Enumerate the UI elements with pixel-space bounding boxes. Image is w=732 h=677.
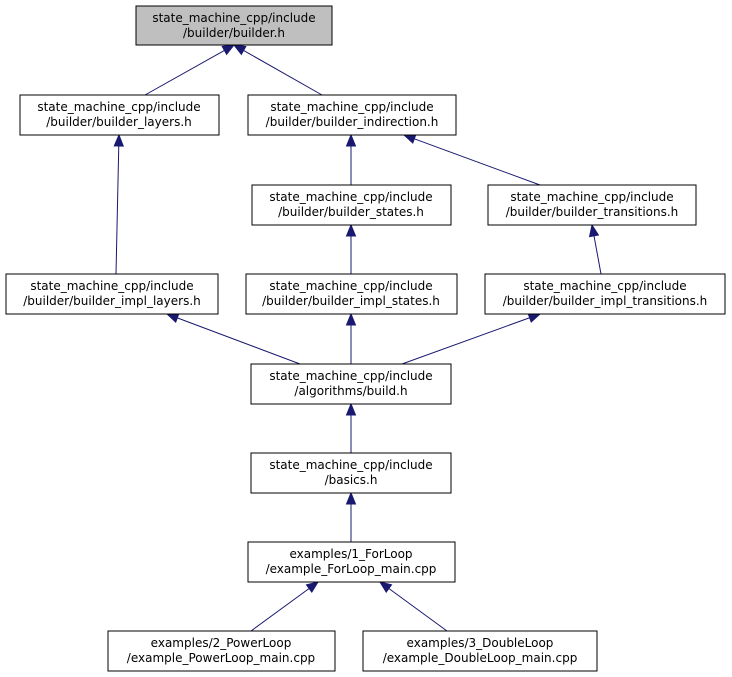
- node-builder-indirection-h[interactable]: state_machine_cpp/include /builder/build…: [247, 94, 457, 136]
- node-builder-impl-states-h-line2: /builder/builder_impl_states.h: [262, 294, 440, 308]
- arrowhead-icon: [345, 223, 357, 237]
- edge-builder-indirection-h-to-builder-h: [232, 44, 323, 96]
- node-example-powerloop-main-cpp-line1: examples/2_PowerLoop: [151, 636, 292, 650]
- node-example-forloop-main-cpp-line2: /example_ForLoop_main.cpp: [266, 562, 437, 576]
- edge-builder-impl-layers-h-to-builder-layers-h: [113, 133, 124, 275]
- node-example-doubleloop-main-cpp-line1: examples/3_DoubleLoop: [407, 636, 554, 650]
- node-builder-impl-states-h-line1: state_machine_cpp/include: [269, 279, 432, 293]
- node-basics-h[interactable]: state_machine_cpp/include /basics.h: [250, 452, 452, 494]
- edge-builder-impl-states-h-to-builder-states-h: [345, 223, 357, 274]
- edge-algorithms-build-h-to-builder-impl-states-h: [345, 312, 357, 364]
- edge-line: [401, 317, 530, 365]
- edge-line: [177, 317, 301, 365]
- node-builder-transitions-h-line2: /builder/builder_transitions.h: [506, 205, 679, 219]
- node-algorithms-build-h-line2: /algorithms/build.h: [294, 384, 407, 398]
- node-builder-transitions-h-line1: state_machine_cpp/include: [510, 190, 673, 204]
- node-builder-transitions-h[interactable]: state_machine_cpp/include /builder/build…: [487, 184, 697, 226]
- node-algorithms-build-h-line1: state_machine_cpp/include: [269, 369, 432, 383]
- arrowhead-icon: [345, 491, 357, 505]
- edge-builder-states-h-to-builder-indirection-h: [345, 133, 357, 185]
- node-builder-impl-layers-h-line1: state_machine_cpp/include: [30, 279, 193, 293]
- edge-line: [250, 588, 310, 632]
- arrowhead-icon: [305, 581, 320, 594]
- node-basics-h-line1: state_machine_cpp/include: [269, 458, 432, 472]
- node-builder-h-line1: state_machine_cpp/include: [152, 11, 315, 25]
- node-example-forloop-main-cpp-line1: examples/1_ForLoop: [289, 547, 412, 561]
- node-example-doubleloop-main-cpp-line2: /example_DoubleLoop_main.cpp: [383, 651, 578, 665]
- node-example-doubleloop-main-cpp[interactable]: examples/3_DoubleLoop /example_DoubleLoo…: [362, 630, 598, 672]
- node-builder-impl-transitions-h[interactable]: state_machine_cpp/include /builder/build…: [484, 273, 726, 315]
- edge-example-forloop-main-cpp-to-basics-h: [345, 491, 357, 542]
- arrowhead-icon: [378, 581, 393, 594]
- arrowhead-icon: [345, 133, 357, 147]
- node-builder-impl-layers-h-line2: /builder/builder_impl_layers.h: [23, 294, 201, 308]
- node-builder-indirection-h-line2: /builder/builder_indirection.h: [266, 115, 439, 129]
- edge-line: [388, 588, 448, 632]
- node-builder-impl-layers-h[interactable]: state_machine_cpp/include /builder/build…: [5, 273, 219, 315]
- node-builder-states-h-line2: /builder/builder_states.h: [278, 205, 424, 219]
- edge-algorithms-build-h-to-builder-impl-layers-h: [165, 313, 301, 365]
- edge-algorithms-build-h-to-builder-impl-transitions-h: [401, 312, 542, 365]
- node-example-forloop-main-cpp[interactable]: examples/1_ForLoop /example_ForLoop_main…: [247, 541, 456, 583]
- node-builder-impl-states-h[interactable]: state_machine_cpp/include /builder/build…: [245, 273, 458, 315]
- edge-line: [115, 145, 120, 275]
- node-builder-impl-transitions-h-line1: state_machine_cpp/include: [523, 279, 686, 293]
- node-builder-h-line2: /builder/builder.h: [183, 26, 285, 40]
- edge-line: [593, 235, 602, 275]
- arrowhead-icon: [345, 312, 357, 326]
- edges: [113, 44, 602, 632]
- arrowhead-icon: [588, 223, 600, 238]
- node-example-powerloop-main-cpp-line2: /example_PowerLoop_main.cpp: [127, 651, 315, 665]
- edge-line: [144, 49, 225, 96]
- edge-builder-impl-transitions-h-to-builder-transitions-h: [588, 223, 602, 275]
- edge-basics-h-to-algorithms-build-h: [345, 402, 357, 453]
- node-builder-layers-h-line1: state_machine_cpp/include: [37, 100, 200, 114]
- node-builder-states-h[interactable]: state_machine_cpp/include /builder/build…: [251, 184, 452, 226]
- node-basics-h-line2: /basics.h: [325, 473, 378, 487]
- edge-builder-layers-h-to-builder-h: [144, 44, 236, 96]
- arrowhead-icon: [113, 133, 124, 147]
- arrowhead-icon: [527, 312, 542, 323]
- node-builder-h[interactable]: state_machine_cpp/include /builder/build…: [135, 5, 333, 46]
- node-builder-impl-transitions-h-line2: /builder/builder_impl_transitions.h: [503, 294, 708, 308]
- arrowhead-icon: [345, 402, 357, 416]
- node-builder-states-h-line1: state_machine_cpp/include: [269, 190, 432, 204]
- arrowhead-icon: [402, 134, 417, 144]
- node-builder-indirection-h-line1: state_machine_cpp/include: [270, 100, 433, 114]
- edge-example-powerloop-main-cpp-to-example-forloop-main-cpp: [250, 581, 320, 632]
- arrowhead-icon: [221, 44, 236, 56]
- arrowhead-icon: [232, 44, 247, 56]
- node-builder-layers-h-line2: /builder/builder_layers.h: [46, 115, 192, 129]
- node-builder-layers-h[interactable]: state_machine_cpp/include /builder/build…: [19, 94, 220, 136]
- edge-example-doubleloop-main-cpp-to-example-forloop-main-cpp: [378, 581, 448, 632]
- node-example-powerloop-main-cpp[interactable]: examples/2_PowerLoop /example_PowerLoop_…: [107, 630, 336, 672]
- edge-line: [414, 138, 541, 186]
- arrowhead-icon: [165, 313, 180, 323]
- edge-line: [243, 49, 323, 96]
- edge-builder-transitions-h-to-builder-indirection-h: [402, 134, 541, 186]
- node-algorithms-build-h[interactable]: state_machine_cpp/include /algorithms/bu…: [250, 363, 452, 405]
